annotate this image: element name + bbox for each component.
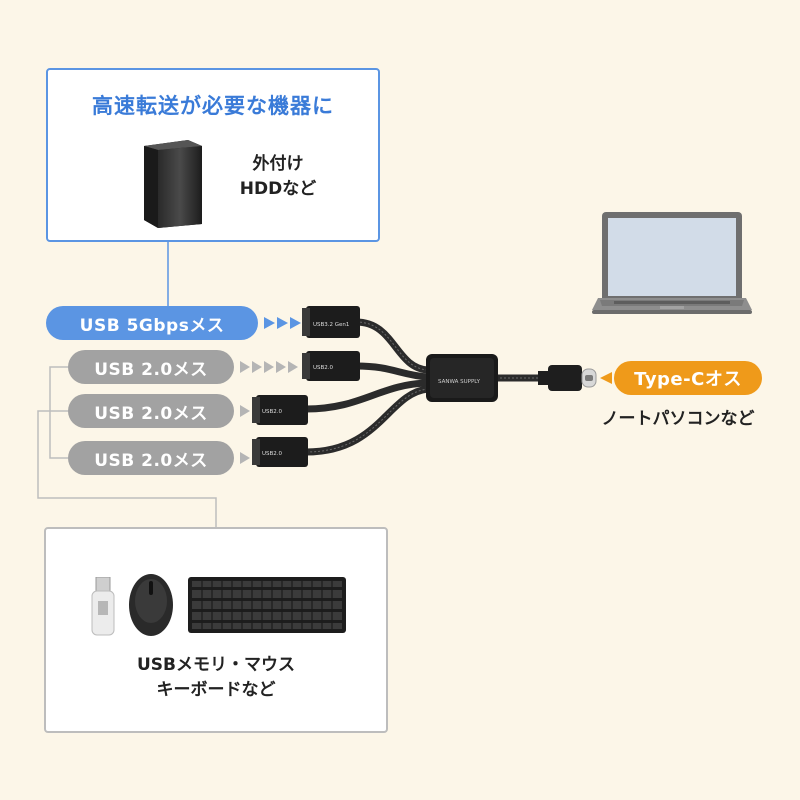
typec-caption: ノートパソコンなど [601,409,755,429]
bottom-caption-line1: USBメモリ・マウス [136,655,295,675]
connector-label-usb2-2: USB2.0 [262,409,283,415]
connector-label-usb2-3: USB2.0 [262,451,283,457]
usb-memory-icon [91,577,115,636]
hub-brand-text: SANWA SUPPLY [438,379,481,385]
gray-arrow-icon-1 [240,361,298,373]
hdd-caption-line2: HDDなど [239,179,317,199]
usb2-connector-3: USB2.0 [252,437,308,467]
usb2-devices-box: USBメモリ・マウス キーボードなど [44,527,388,733]
hdd-caption-line1: 外付け [252,154,304,174]
usb-5gbps-connector: USB3.2 Gen1 [302,306,360,338]
mouse-icon [129,574,173,636]
keyboard-icon [188,577,346,633]
gray-drop-line [37,410,217,527]
typec-label: Type-Cオス [614,361,762,395]
hdd-icon [144,140,202,228]
high-speed-devices-box: 高速転送が必要な機器に 外付け HDDなど [46,68,380,242]
usb2-port-label-3: USB 2.0メス [68,441,234,475]
usb2-connector-1: USB2.0 [302,351,360,381]
hub-body: SANWA SUPPLY [426,354,498,402]
connector-label-usb32: USB3.2 Gen1 [313,322,349,328]
gray-arrow-icon-3 [240,452,250,464]
connector-label-usb2-1: USB2.0 [313,365,334,371]
usb2-port-label-2: USB 2.0メス [68,394,234,428]
high-speed-title: 高速転送が必要な機器に [92,94,334,118]
usb2-connector-2: USB2.0 [252,395,308,425]
typec-plug [538,365,597,391]
bottom-caption-line2: キーボードなど [156,680,276,700]
laptop-icon [592,212,752,314]
blue-arrow-icon [264,317,301,329]
gray-bracket-line [49,366,68,459]
gray-arrow-icon-2 [240,405,250,417]
orange-arrow-icon [600,372,612,384]
usb2-port-label-1: USB 2.0メス [68,350,234,384]
usb-5gbps-port-label: USB 5Gbpsメス [46,306,258,340]
